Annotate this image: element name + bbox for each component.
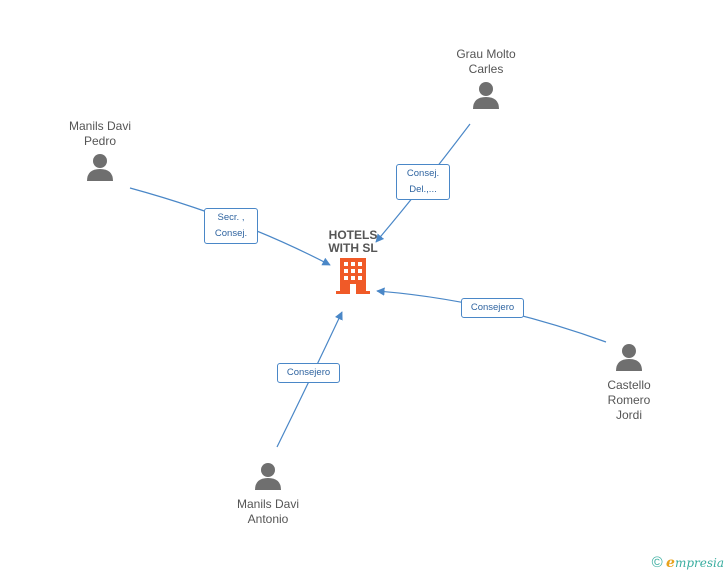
building-icon [336, 258, 370, 294]
person-icon [473, 82, 499, 109]
company-name: HOTELS WITH SL [328, 228, 378, 255]
person-name: Manils Davi Pedro [68, 119, 131, 148]
edge-label-grau-molto-carles[interactable]: Consej. Del.,... [396, 164, 450, 200]
person-icon [616, 344, 642, 371]
edge-label-castello-romero-jordi[interactable]: Consejero [461, 298, 524, 318]
person-name: Manils Davi Antonio [236, 497, 299, 526]
edge-label-manils-davi-antonio[interactable]: Consejero [277, 363, 340, 383]
person-node-castello-romero-jordi[interactable]: Castello Romero Jordi [584, 343, 674, 423]
person-icon [87, 154, 113, 181]
edge-label-manils-davi-pedro[interactable]: Secr. , Consej. [204, 208, 258, 244]
person-node-grau-molto-carles[interactable]: Grau Molto Carles [441, 47, 531, 109]
company-node[interactable]: HOTELS WITH SL [318, 229, 388, 294]
person-node-manils-davi-antonio[interactable]: Manils Davi Antonio [223, 462, 313, 527]
person-node-manils-davi-pedro[interactable]: Manils Davi Pedro [55, 119, 145, 181]
brand-initial: e [666, 555, 675, 571]
brand-logo[interactable]: © empresia [652, 554, 724, 571]
brand-name: mpresia [674, 556, 724, 570]
copyright-icon: © [651, 554, 663, 571]
person-name: Castello Romero Jordi [607, 378, 651, 422]
person-icon [255, 463, 281, 490]
person-name: Grau Molto Carles [456, 47, 516, 76]
